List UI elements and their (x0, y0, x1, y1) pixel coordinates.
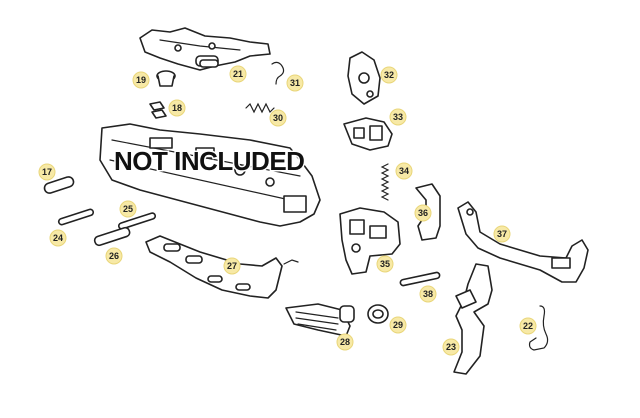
part-24-drawing (57, 208, 95, 226)
badge-label: 27 (227, 261, 237, 271)
badge-35: 35 (376, 255, 394, 273)
badge-label: 37 (497, 229, 507, 239)
badge-label: 30 (273, 113, 283, 123)
badge-label: 38 (423, 289, 433, 299)
not-included-overlay-text: NOT INCLUDED (114, 146, 304, 176)
badge-label: 35 (380, 259, 390, 269)
badge-31: 31 (286, 74, 304, 92)
badge-38: 38 (419, 285, 437, 303)
part-30-drawing (245, 102, 275, 114)
badge-label: 31 (290, 78, 300, 88)
badge-24: 24 (49, 229, 67, 247)
part-29-drawing (367, 304, 389, 324)
badge-32: 32 (380, 66, 398, 84)
badge-19: 19 (132, 71, 150, 89)
part-32-drawing (347, 51, 381, 105)
badge-label: 17 (42, 167, 52, 177)
badge-label: 18 (172, 103, 182, 113)
badge-label: 26 (109, 251, 119, 261)
badge-28: 28 (336, 333, 354, 351)
part-25-drawing (117, 212, 157, 230)
part-33-drawing (343, 117, 393, 151)
part-27-drawing (145, 235, 299, 299)
badge-27: 27 (223, 257, 241, 275)
part-19-drawing (156, 70, 176, 87)
badge-23: 23 (442, 338, 460, 356)
badge-22: 22 (519, 317, 537, 335)
badge-18: 18 (168, 99, 186, 117)
badge-label: 29 (393, 320, 403, 330)
part-21-drawing (139, 27, 271, 71)
badge-label: 32 (384, 70, 394, 80)
part-26-drawing (93, 226, 131, 247)
badge-17: 17 (38, 163, 56, 181)
badge-label: 22 (523, 321, 533, 331)
badge-33: 33 (389, 108, 407, 126)
part-37-drawing (457, 201, 589, 283)
part-35-drawing (339, 207, 401, 275)
part-18-drawing (149, 101, 167, 119)
badge-label: 25 (123, 204, 133, 214)
badge-label: 34 (399, 166, 409, 176)
part-23-drawing (453, 263, 493, 375)
badge-label: 24 (53, 233, 63, 243)
badge-label: 23 (446, 342, 456, 352)
part-31-drawing (271, 61, 285, 85)
badge-label: 33 (393, 112, 403, 122)
part-38-drawing (399, 271, 441, 287)
badge-label: 21 (233, 69, 243, 79)
badge-label: 36 (418, 208, 428, 218)
frame-drawing (99, 123, 321, 227)
part-22-drawing (528, 305, 549, 351)
badge-34: 34 (395, 162, 413, 180)
badge-25: 25 (119, 200, 137, 218)
badge-36: 36 (414, 204, 432, 222)
badge-21: 21 (229, 65, 247, 83)
badge-29: 29 (389, 316, 407, 334)
badge-37: 37 (493, 225, 511, 243)
badge-26: 26 (105, 247, 123, 265)
badge-label: 19 (136, 75, 146, 85)
badge-label: 28 (340, 337, 350, 347)
part-34-drawing (380, 163, 390, 201)
part-17-drawing (43, 176, 75, 194)
badge-30: 30 (269, 109, 287, 127)
part-28-drawing (285, 303, 355, 337)
